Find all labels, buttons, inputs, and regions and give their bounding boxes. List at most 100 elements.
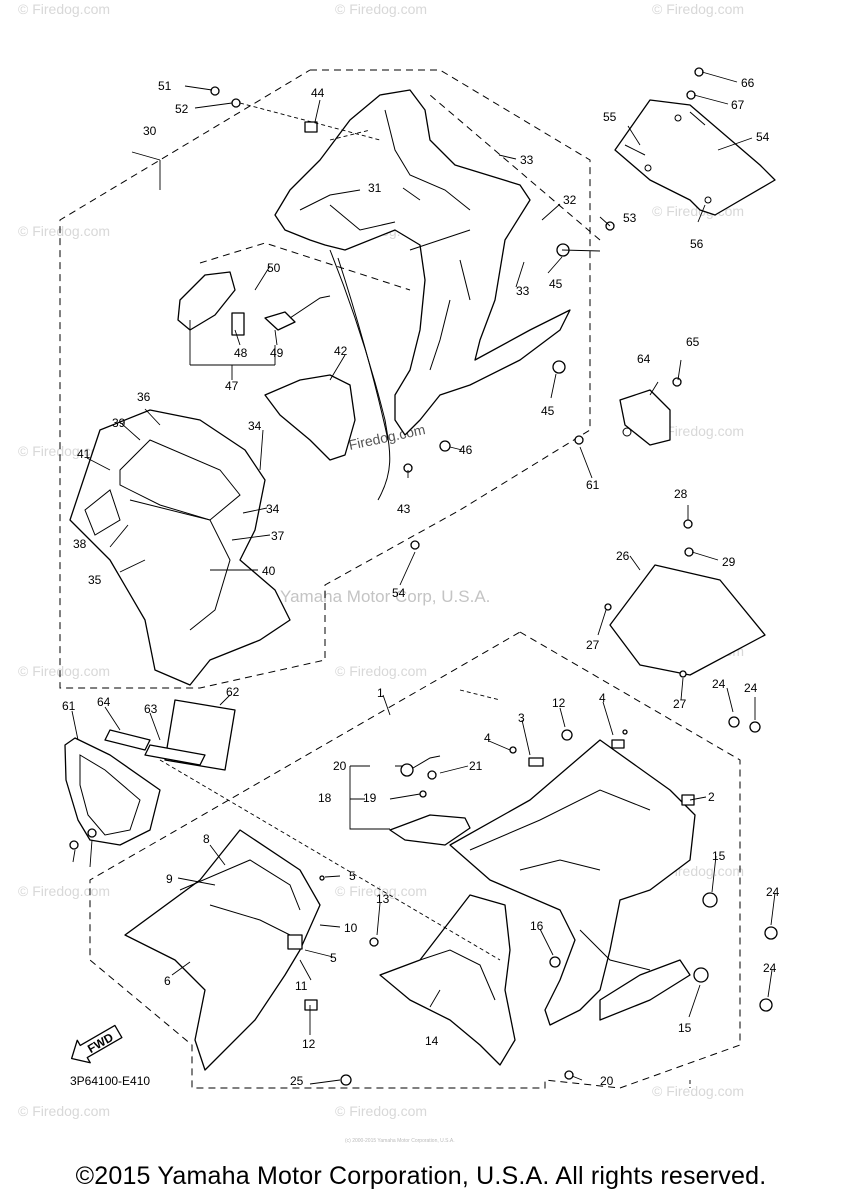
part-label: 8 (203, 832, 210, 846)
part-label: 47 (225, 379, 239, 393)
part-label: 24 (763, 961, 777, 975)
headlight-assembly (177, 271, 331, 336)
side-cowling-detail (84, 489, 121, 536)
screw-21 (564, 1070, 574, 1080)
screw-63 (574, 435, 584, 445)
part-label: 55 (603, 110, 617, 124)
part-label: 2 (708, 790, 715, 804)
inner-panel-line (337, 257, 389, 441)
grommet-45b (552, 360, 566, 374)
clip-44 (304, 121, 318, 133)
washer-52 (231, 98, 241, 108)
part-label: 66 (741, 76, 755, 90)
part-label: 56 (690, 237, 704, 251)
bulb (231, 312, 245, 336)
part-label: 24 (712, 677, 726, 691)
screw-hole (704, 196, 712, 204)
screw-hole (644, 164, 652, 172)
part-label: 45 (549, 277, 563, 291)
group-boundaries (59, 69, 741, 1089)
part-label: 48 (234, 346, 248, 360)
part-label: 38 (73, 537, 87, 551)
pin-18 (419, 790, 427, 798)
part-label: 41 (77, 447, 91, 461)
socket-wire (289, 295, 331, 319)
nut-58 (686, 90, 696, 100)
part-label: 10 (344, 921, 358, 935)
bracket-3 (528, 757, 544, 767)
part-label: 54 (392, 586, 406, 600)
part-label: 43 (397, 502, 411, 516)
part-label: 3 (518, 711, 525, 725)
part-label: 61 (586, 478, 600, 492)
collar-27b (604, 603, 612, 611)
clip-10 (287, 934, 303, 950)
bulb-socket (400, 763, 414, 777)
part-label: 21 (469, 759, 483, 773)
bolt-24a (764, 926, 778, 940)
collar-27 (679, 670, 687, 678)
part-label: 33 (516, 284, 530, 298)
side-cover (609, 564, 766, 676)
part-label: 24 (744, 681, 758, 695)
watermark: © Firedog.com (18, 443, 110, 459)
lens-shape (389, 814, 471, 846)
fine-print: (c) 2000-2015 Yamaha Motor Corporation, … (345, 1138, 455, 1144)
side-cover-shape (609, 564, 766, 676)
bracket-shape (619, 389, 671, 446)
side-cowling-shape (69, 409, 291, 686)
screw-20 (427, 770, 437, 780)
bulb-wire (412, 755, 441, 769)
screen-boundary (429, 94, 601, 241)
inner-panel (264, 374, 356, 461)
bracket-hole (622, 427, 632, 437)
bolt-51 (210, 86, 220, 96)
side-panel-lower (124, 829, 321, 1071)
part-label: 29 (722, 555, 736, 569)
inner-lower-shape (379, 894, 516, 1066)
part-label: 13 (376, 892, 390, 906)
watermark: © Firedog.com (18, 663, 110, 679)
rivet-4b (622, 729, 628, 735)
lower-group-boundary (89, 631, 741, 1089)
part-label: 64 (97, 695, 111, 709)
nut-14 (561, 729, 573, 741)
screw-28 (683, 519, 693, 529)
inner-panel-shape (264, 374, 356, 461)
side-cowling-detail (119, 439, 241, 521)
watermark: © Firedog.com (18, 1103, 110, 1119)
part-label: 19 (363, 791, 377, 805)
part-label: 53 (623, 211, 637, 225)
upper-cowling-detail (299, 109, 471, 371)
part-label: 63 (144, 702, 158, 716)
watermark: © Firedog.com (652, 1083, 744, 1099)
part-label: 37 (271, 529, 285, 543)
watermark: © Firedog.com (335, 883, 427, 899)
bolt-24b (759, 998, 773, 1012)
lower-cowling-wing (599, 959, 691, 1021)
part-label: 52 (175, 102, 189, 116)
lamp-boundary (199, 242, 411, 291)
part-label: 12 (302, 1037, 316, 1051)
lower-cowling-detail (469, 789, 651, 971)
washer-65 (87, 828, 97, 838)
part-labels: 51 52 44 30 66 67 55 54 56 53 33 32 31 3… (62, 76, 780, 1088)
part-label: 27 (673, 697, 687, 711)
part-label: 32 (563, 193, 577, 207)
watermark: © Firedog.com (652, 423, 744, 439)
side-cowling-left (69, 409, 291, 686)
part-label: 20 (600, 1074, 614, 1088)
watermark: © Firedog.com (18, 223, 110, 239)
watermark: © Firedog.com (335, 1, 427, 17)
socket (264, 311, 296, 331)
leader-lines (71, 71, 776, 1088)
part-label: 62 (226, 685, 240, 699)
grommet-15b (693, 967, 709, 983)
upper-cowling-shape (274, 89, 571, 436)
inner-lower-detail (419, 949, 496, 1001)
part-label: 9 (166, 872, 173, 886)
part-label: 1 (377, 686, 384, 700)
inner-lower-panel (379, 894, 516, 1066)
part-label: 35 (88, 573, 102, 587)
part-label: 34 (266, 502, 280, 516)
